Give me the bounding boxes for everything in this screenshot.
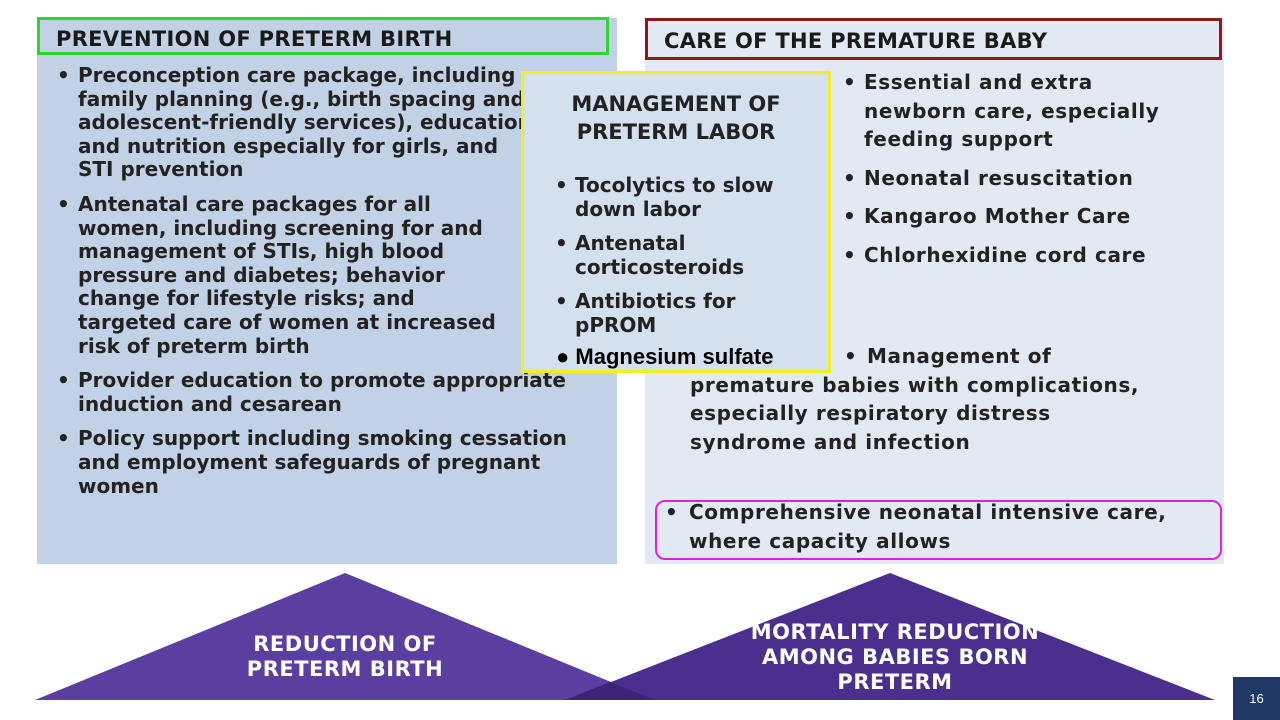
complications-rest: premature babies with complications, esp… <box>690 372 1140 454</box>
list-item: Policy support including smoking cessati… <box>52 427 583 498</box>
triangle-overlap <box>565 682 655 700</box>
care-list: Essential and extra newborn care, especi… <box>838 68 1214 279</box>
list-item: Kangaroo Mother Care <box>838 202 1214 231</box>
list-item: Neonatal resuscitation <box>838 164 1214 193</box>
list-item: Preconception care package, including fa… <box>52 63 533 182</box>
prevention-list: Preconception care package, including fa… <box>52 63 597 509</box>
reduction-label: REDUCTION OF PRETERM BIRTH <box>246 632 444 681</box>
mortality-label: MORTALITY REDUCTION AMONG BABIES BORN PR… <box>690 620 1100 695</box>
list-item: Provider education to promote appropriat… <box>52 368 597 416</box>
care-complications-item: Management of premature babies with comp… <box>690 342 1210 456</box>
list-item: Antenatal care packages for all women, i… <box>52 192 498 358</box>
prevention-title: PREVENTION OF PRETERM BIRTH <box>37 17 609 55</box>
list-item: Tocolytics to slow down labor <box>550 173 815 221</box>
nicu-item: Comprehensive neonatal intensive care, w… <box>665 498 1220 555</box>
mortality-label-text: MORTALITY REDUCTION AMONG BABIES BORN PR… <box>750 620 1040 694</box>
complications-first-line: Management of <box>867 344 1052 368</box>
management-title-text: MANAGEMENT OF PRETERM LABOR <box>571 92 781 144</box>
management-list: Tocolytics to slow down labor Antenatal … <box>550 173 815 349</box>
management-title: MANAGEMENT OF PRETERM LABOR <box>524 90 828 146</box>
magnesium-sulfate-item: ● Magnesium sulfate <box>556 344 774 369</box>
reduction-triangle <box>35 573 655 700</box>
list-item: Antibiotics for pPROM <box>550 290 785 337</box>
list-item: Chlorhexidine cord care <box>838 241 1164 270</box>
list-item: Essential and extra newborn care, especi… <box>838 68 1164 154</box>
care-title: CARE OF THE PREMATURE BABY <box>645 18 1222 60</box>
outcome-triangles <box>35 573 1215 700</box>
list-item: Antenatal corticosteroids <box>550 231 815 279</box>
page-number-badge: 16 <box>1233 677 1280 720</box>
mortality-triangle <box>565 573 1215 700</box>
